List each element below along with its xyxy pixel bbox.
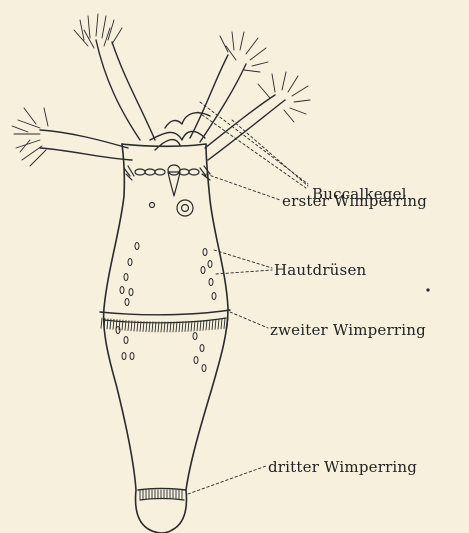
tentacle-left-lower <box>40 130 132 160</box>
label-zweiter-wimperring: zweiter Wimperring <box>270 321 426 339</box>
leader-buccalkegel-c <box>198 112 306 188</box>
gland <box>202 365 206 372</box>
gland <box>203 249 207 256</box>
tentacles <box>40 40 285 160</box>
tentacle-junction <box>165 113 210 128</box>
gland <box>194 357 198 364</box>
gland <box>124 337 128 344</box>
first-ciliary-ring <box>124 166 210 180</box>
gland <box>124 274 128 281</box>
leader-erster-wimperring <box>206 174 280 200</box>
tentacle-right-lower <box>205 95 285 160</box>
gland <box>128 259 132 266</box>
cilia-tuft-right-upper <box>220 32 268 72</box>
cilia-tufts <box>12 14 310 166</box>
ring1-bead <box>145 169 155 175</box>
eye-spot-outer <box>177 200 193 216</box>
gland <box>130 353 134 360</box>
gland <box>125 299 129 306</box>
buccal-cone <box>150 131 205 150</box>
stray-dot <box>426 288 429 291</box>
gland <box>200 345 204 352</box>
body-outline <box>104 144 228 533</box>
ring1-bead <box>155 169 165 175</box>
gland <box>209 279 213 286</box>
cilia-tuft-left-upper <box>74 14 122 48</box>
eye-spot-inner <box>182 205 189 212</box>
label-dritter-wimperring: dritter Wimperring <box>268 458 417 476</box>
head-organs <box>150 165 194 216</box>
skin-glands <box>116 243 216 372</box>
label-hautdruesen: Hautdrüsen <box>274 261 366 279</box>
tentacle-right-upper <box>190 55 246 142</box>
ring1-cilia-left <box>124 166 134 180</box>
mouth-spot <box>168 165 180 175</box>
ring3-cilia <box>140 490 182 499</box>
leader-buccalkegel-a <box>200 102 308 184</box>
gland <box>193 333 197 340</box>
leader-buccalkegel-b <box>232 120 308 186</box>
gland <box>212 293 216 300</box>
head-top <box>122 144 206 146</box>
gland <box>120 287 124 294</box>
tentacle-left-upper <box>96 40 155 140</box>
second-ciliary-ring <box>100 310 230 332</box>
ring1-bead <box>189 169 199 175</box>
leader-zweiter-wimperring <box>230 312 268 328</box>
leader-dritter-wimperring <box>188 466 266 494</box>
gland <box>201 267 205 274</box>
ring2-band-top <box>100 310 230 315</box>
ring1-bead <box>135 169 145 175</box>
gland <box>129 289 133 296</box>
third-ciliary-ring <box>138 489 186 501</box>
label-erster-wimperring: erster Wimperring <box>282 192 427 210</box>
small-vesicle <box>150 203 155 208</box>
gland <box>122 353 126 360</box>
gland <box>208 261 212 268</box>
gland <box>135 243 139 250</box>
cilia-tuft-left-lower <box>12 108 48 166</box>
mouth-funnel <box>168 172 180 196</box>
ring3-band-bottom <box>140 499 184 501</box>
